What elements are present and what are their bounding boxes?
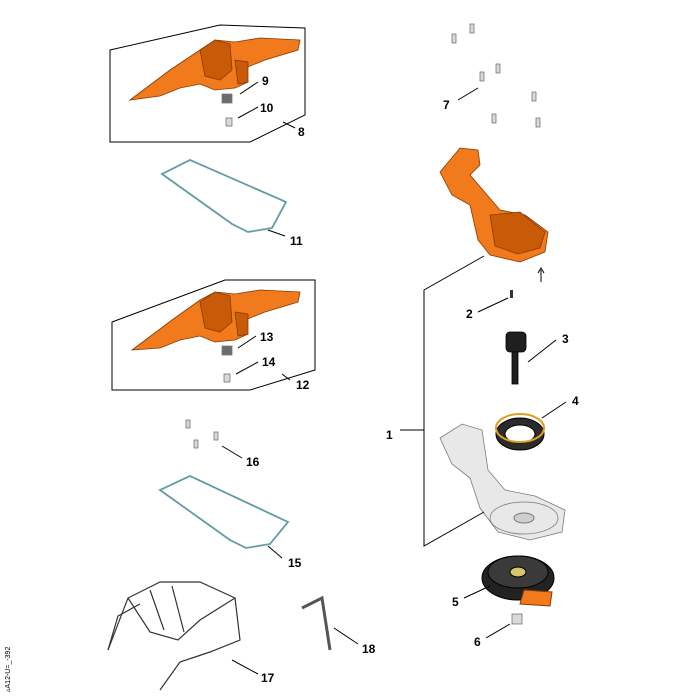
label-15: 15 [288, 556, 302, 570]
drawing-code: ▵A12-U=_-392 [5, 647, 12, 692]
label-4: 4 [572, 394, 579, 408]
label-6: 6 [474, 635, 481, 649]
button-part-9 [221, 93, 233, 104]
clip-part-2 [510, 290, 513, 298]
label-14: 14 [262, 355, 276, 369]
spring-part-10 [225, 117, 233, 127]
safety-glasses-part-17 [107, 581, 241, 691]
label-9: 9 [262, 74, 269, 88]
label-17: 17 [261, 671, 275, 685]
label-16: 16 [246, 455, 260, 469]
nut-part-6 [511, 613, 523, 625]
motor-housing-orange [439, 147, 549, 263]
direction-arrow [537, 267, 545, 282]
label-18: 18 [362, 642, 376, 656]
label-5: 5 [452, 595, 459, 609]
label-1: 1 [386, 428, 393, 442]
label-10: 10 [260, 101, 274, 115]
screws-part-16 [185, 419, 219, 449]
label-12: 12 [296, 378, 310, 392]
label-3: 3 [562, 332, 569, 346]
screws-part-7 [451, 23, 541, 128]
leader-lines [221, 81, 567, 675]
seal-part-11 [160, 158, 288, 234]
handle-housing-part-12 [130, 289, 301, 351]
assembly-1-bracket [400, 255, 485, 547]
seal-part-15 [158, 474, 290, 550]
fan-part-5 [481, 555, 555, 607]
label-11: 11 [290, 234, 303, 248]
hex-key-part-18 [301, 595, 332, 651]
assembly-8-frame [109, 24, 306, 143]
label-8: 8 [298, 125, 305, 139]
assembly-12-frame [111, 279, 316, 391]
label-2: 2 [466, 307, 473, 321]
label-13: 13 [260, 330, 274, 344]
plug-part-3 [505, 331, 527, 385]
button-part-13 [221, 345, 233, 356]
motor-carrier-grey [439, 423, 566, 541]
handle-housing-part-8 [128, 37, 301, 101]
stator-part-4 [495, 413, 545, 451]
spring-part-14 [223, 373, 231, 383]
label-7: 7 [443, 98, 450, 112]
